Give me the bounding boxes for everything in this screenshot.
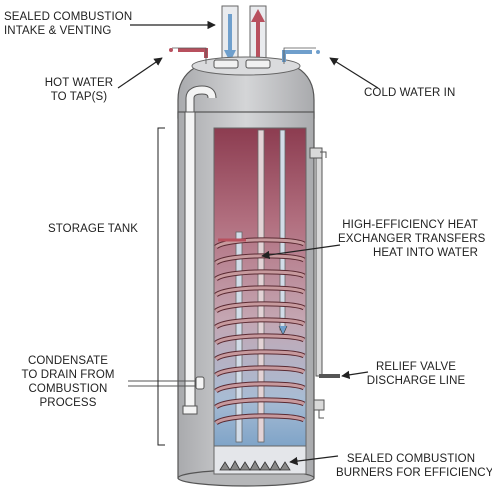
- coil-loop-highlight: [215, 270, 305, 281]
- coil-loop-highlight: [215, 254, 305, 265]
- vent-pipes: [221, 5, 267, 67]
- label-hot-water: HOT WATER TO TAP(S): [44, 77, 114, 103]
- coil-loop-highlight: [215, 414, 305, 425]
- condensate-drain: [128, 376, 205, 390]
- label-combustion-venting: SEALED COMBUSTION INTAKE & VENTING: [4, 11, 133, 37]
- hot-outlet-tube: [182, 85, 217, 415]
- coil-loop-highlight: [215, 382, 305, 393]
- storage-tank-bracket: [157, 127, 165, 446]
- coil-loop-highlight: [215, 366, 305, 377]
- coil-loop-highlight: [215, 334, 305, 345]
- coil-loop-highlight: [215, 318, 305, 329]
- pointer-arrows: [117, 20, 379, 466]
- relief-valve-line: [309, 147, 340, 419]
- coil-loop-highlight: [215, 286, 305, 297]
- coil-loop-highlight: [215, 238, 305, 249]
- hot-water-pipe: [169, 47, 208, 64]
- label-heat-exchanger: HIGH-EFFICIENCY HEAT EXCHANGER TRANSFERS…: [338, 219, 486, 259]
- coil-loop-highlight: [215, 350, 305, 361]
- label-storage-tank: STORAGE TANK: [48, 223, 139, 235]
- burners: [219, 460, 291, 471]
- cold-water-pipe: [282, 47, 320, 64]
- label-relief-valve: RELIEF VALVE DISCHARGE LINE: [366, 361, 466, 387]
- heat-exchanger-coils: [214, 237, 306, 426]
- coil-loop-highlight: [215, 398, 305, 409]
- label-condensate: CONDENSATE TO DRAIN FROM COMBUSTION PROC…: [21, 355, 115, 409]
- label-cold-water: COLD WATER IN: [364, 87, 456, 99]
- label-burners: SEALED COMBUSTION BURNERS FOR EFFICIENCY: [336, 453, 492, 479]
- coil-loop-highlight: [215, 302, 305, 313]
